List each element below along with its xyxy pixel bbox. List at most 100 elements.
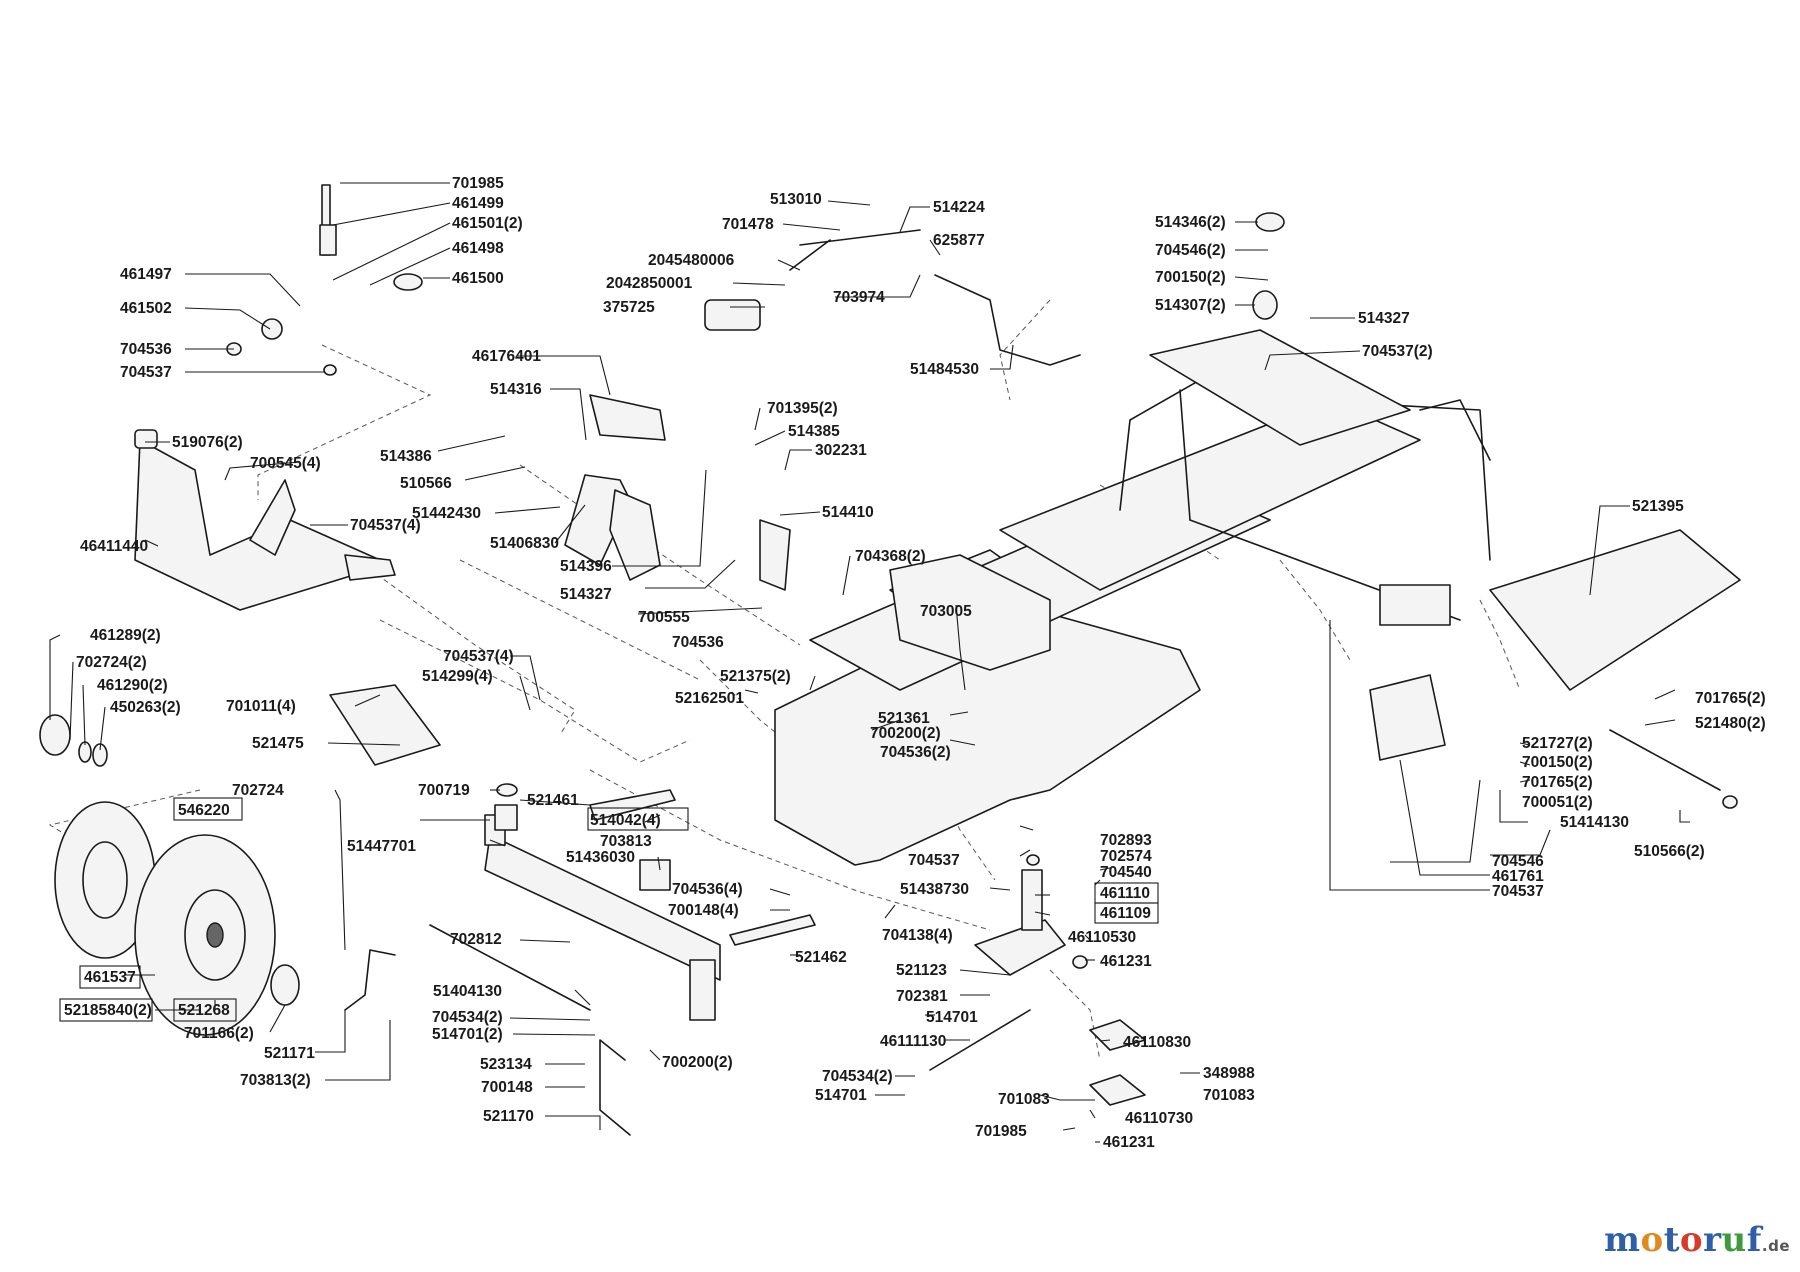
part-label: 704546 bbox=[1492, 853, 1544, 870]
part-label: 704540 bbox=[1100, 864, 1152, 881]
part-label: 700051(2) bbox=[1522, 794, 1593, 811]
front-tire-inner bbox=[82, 841, 128, 919]
part-label: 701985 bbox=[975, 1123, 1027, 1140]
part-label: 514042(4) bbox=[590, 812, 661, 829]
brand-letter: t bbox=[1663, 1220, 1680, 1260]
part-label: 51438730 bbox=[900, 881, 969, 898]
part-label: 461110 bbox=[1100, 885, 1150, 902]
part-label: 461109 bbox=[1100, 905, 1151, 922]
bumper-mount bbox=[344, 554, 396, 581]
part-label: 514307(2) bbox=[1155, 297, 1226, 314]
part-label: 52162501 bbox=[675, 690, 744, 707]
part-label: 704537(4) bbox=[443, 648, 514, 665]
spacer-top bbox=[319, 224, 337, 256]
part-label: 704368(2) bbox=[855, 548, 926, 565]
part-label: 521727(2) bbox=[1522, 735, 1593, 752]
part-label: 52185840(2) bbox=[64, 1002, 152, 1019]
part-label: 521375(2) bbox=[720, 668, 791, 685]
nut-center-2 bbox=[1072, 955, 1088, 969]
brand-letter: o bbox=[1640, 1220, 1664, 1260]
part-label: 704536 bbox=[672, 634, 724, 651]
part-label: 700148(4) bbox=[668, 902, 739, 919]
part-label: 51484530 bbox=[910, 361, 979, 378]
nut-left-2 bbox=[323, 364, 337, 376]
label-boxes bbox=[59, 797, 1159, 1022]
part-label: 51442430 bbox=[412, 505, 481, 522]
part-label: 700148 bbox=[481, 1079, 533, 1096]
rear-axle-rod bbox=[1609, 729, 1721, 791]
brand-letter: f bbox=[1746, 1220, 1762, 1260]
part-label: 514396 bbox=[560, 558, 612, 575]
part-labels: 701985 461499 461501(2) 461498 461500 46… bbox=[64, 175, 1766, 1151]
part-label: 461761 bbox=[1492, 868, 1544, 885]
part-label: 519076(2) bbox=[172, 434, 243, 451]
part-label: 521461 bbox=[527, 792, 579, 809]
drag-link bbox=[929, 1009, 1031, 1071]
part-label: 46110730 bbox=[1125, 1110, 1193, 1127]
part-label: 461537 bbox=[84, 969, 136, 986]
part-label: 702381 bbox=[896, 988, 948, 1005]
link-arm-1 bbox=[589, 789, 676, 821]
cap-top-right bbox=[1255, 212, 1285, 232]
part-label: 514701(2) bbox=[432, 1026, 503, 1043]
battery-tray bbox=[329, 684, 441, 766]
bumper-bracket bbox=[249, 479, 296, 556]
tie-rod bbox=[429, 924, 591, 1011]
part-label: 510566(2) bbox=[1634, 843, 1705, 860]
brand-letter: o bbox=[1679, 1220, 1704, 1260]
part-label: 703813 bbox=[600, 833, 652, 850]
part-label: 46110830 bbox=[1123, 1034, 1191, 1051]
part-label: 348988 bbox=[1203, 1065, 1255, 1082]
spring-top bbox=[393, 273, 423, 291]
part-label: 704534(2) bbox=[432, 1009, 503, 1026]
part-label: 461498 bbox=[452, 240, 504, 257]
brand-logo: motoruf.de bbox=[1604, 1220, 1790, 1260]
part-label: 461501(2) bbox=[452, 215, 523, 232]
part-label: 461502 bbox=[120, 300, 172, 317]
part-label: 701395(2) bbox=[767, 400, 838, 417]
part-label: 513010 bbox=[770, 191, 822, 208]
rear-axle-plate bbox=[1379, 584, 1451, 626]
chassis-rail-right bbox=[999, 399, 1421, 591]
part-label: 704536(2) bbox=[880, 744, 951, 761]
part-label: 701765(2) bbox=[1522, 774, 1593, 791]
part-label: 521395 bbox=[1632, 498, 1684, 515]
part-label: 514224 bbox=[933, 199, 985, 216]
part-label: 521475 bbox=[252, 735, 304, 752]
rear-bracket bbox=[1369, 674, 1446, 761]
part-label: 514327 bbox=[1358, 310, 1410, 327]
brand-letter: u bbox=[1721, 1220, 1747, 1260]
leader-lines bbox=[49, 182, 1690, 1143]
pivot-bracket-1 bbox=[1089, 1019, 1146, 1051]
wheel-bearing-2 bbox=[270, 964, 300, 1006]
part-shapes bbox=[39, 184, 1741, 1136]
dash-panel bbox=[1149, 329, 1411, 446]
pedal-pad bbox=[589, 394, 666, 441]
part-label: 514316 bbox=[490, 381, 542, 398]
part-label: 461500 bbox=[452, 270, 504, 287]
mower-lift-bracket bbox=[759, 519, 791, 591]
bushing-top bbox=[261, 318, 283, 340]
sector-gear-shaft bbox=[1021, 869, 1043, 931]
part-label: 521268 bbox=[178, 1002, 230, 1019]
link-arm-2 bbox=[729, 914, 816, 946]
part-label: 704537 bbox=[1492, 883, 1544, 900]
spring-top-right bbox=[1252, 290, 1278, 320]
part-label: 700150(2) bbox=[1522, 754, 1593, 771]
part-label: 51436030 bbox=[566, 849, 635, 866]
part-label: 701985 bbox=[452, 175, 504, 192]
steering-column-block bbox=[889, 554, 1051, 671]
part-label: 700150(2) bbox=[1155, 269, 1226, 286]
part-label: 521361 bbox=[878, 710, 930, 727]
part-label: 46110530 bbox=[1068, 929, 1136, 946]
bushing-center bbox=[494, 804, 518, 831]
part-label: 51447701 bbox=[347, 838, 416, 855]
part-label: 461497 bbox=[120, 266, 172, 283]
part-label: 302231 bbox=[815, 442, 867, 459]
part-label: 450263(2) bbox=[110, 699, 181, 716]
part-label: 461289(2) bbox=[90, 627, 161, 644]
axle-bushing bbox=[639, 859, 671, 891]
part-label: 704534(2) bbox=[822, 1068, 893, 1085]
part-label: 701478 bbox=[722, 216, 774, 233]
